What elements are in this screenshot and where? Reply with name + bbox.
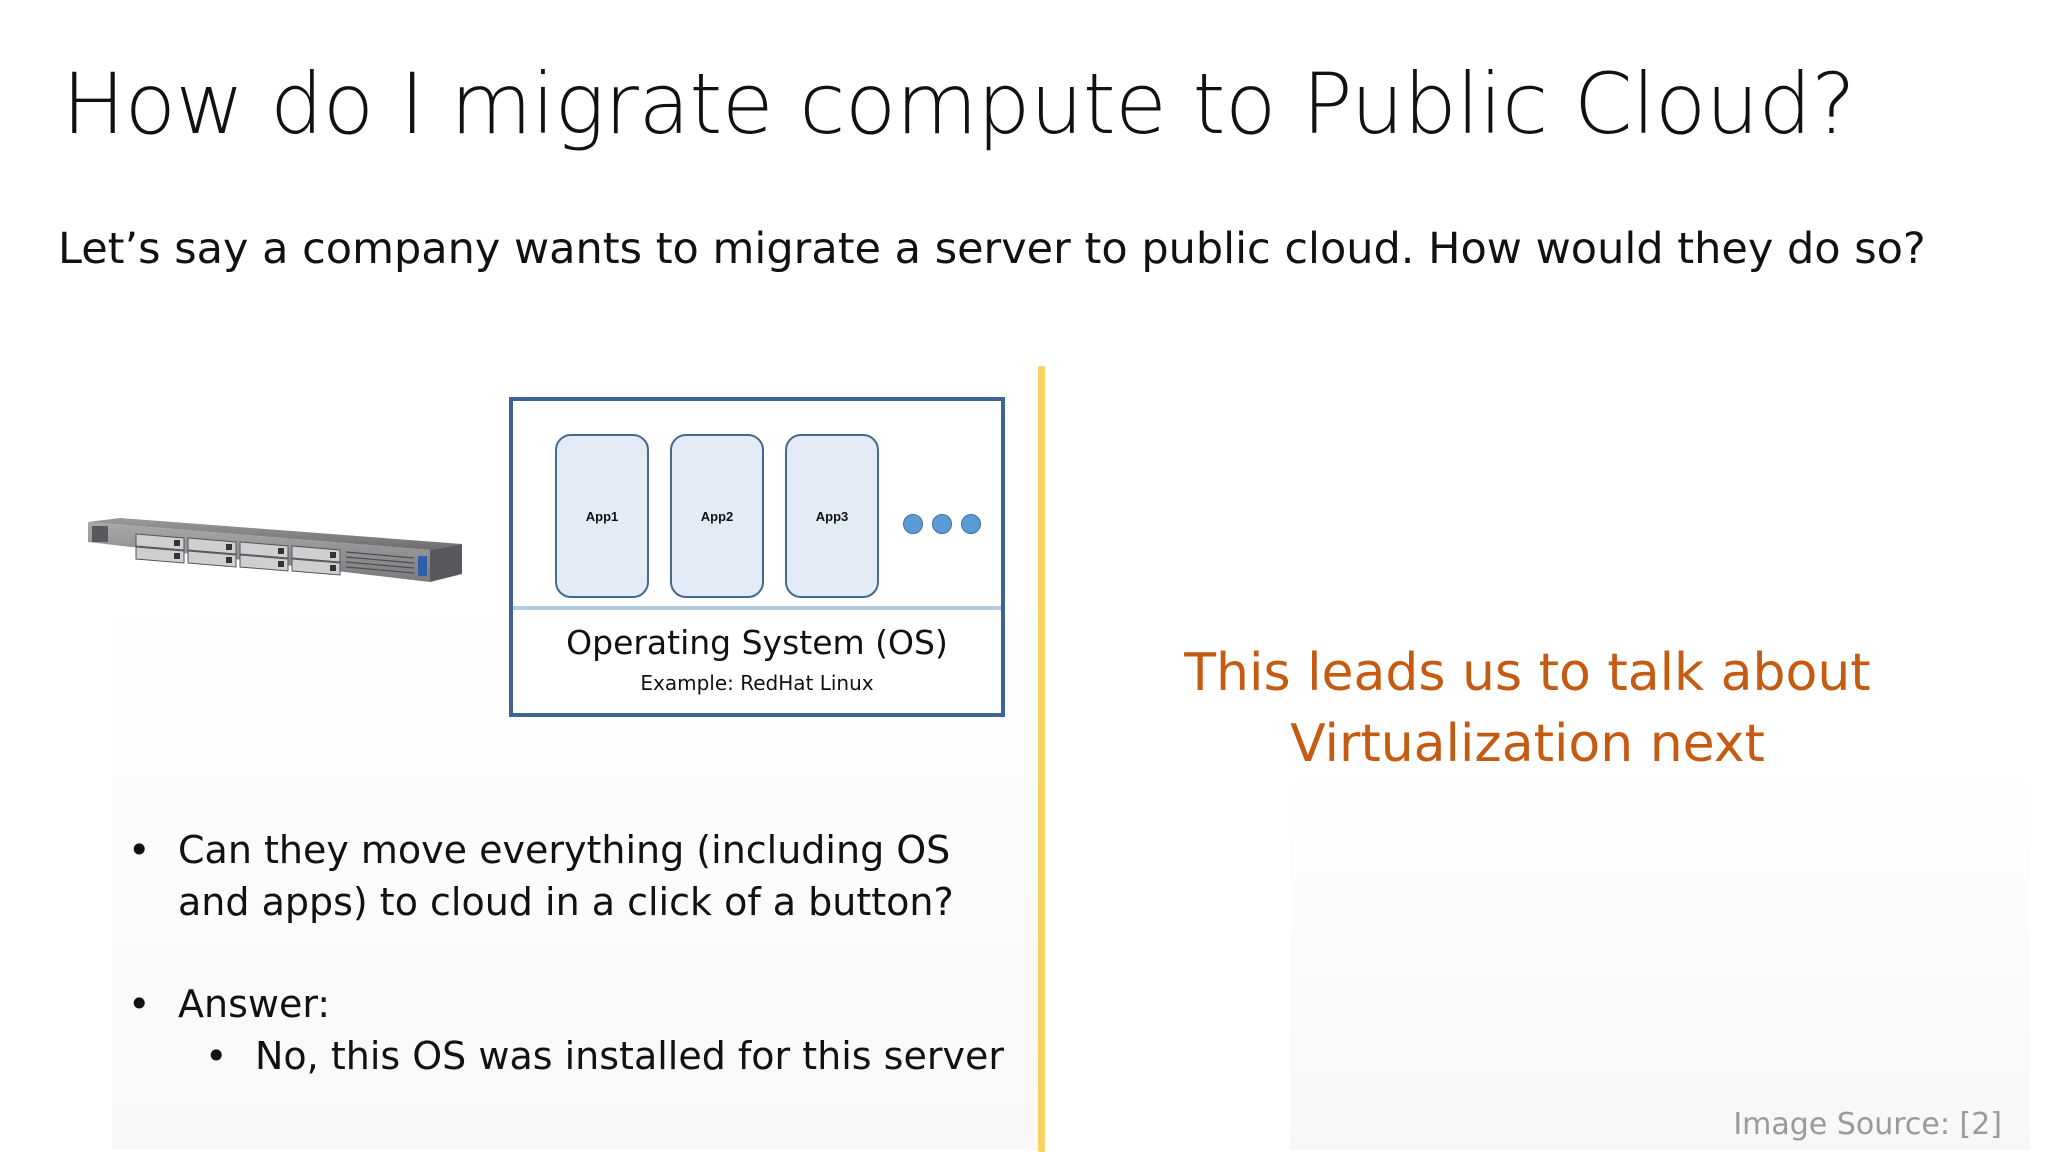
conclusion-text: This leads us to talk about Virtualizati… [1110,638,1945,780]
ellipsis-dot-3 [961,514,981,534]
slide-subtitle: Let’s say a company wants to migrate a s… [58,224,1926,274]
image-source-note: Image Source: [2] [1733,1107,2002,1142]
bullet-mark: • [128,982,151,1026]
bullet-answer: • No, this OS was installed for this ser… [205,1030,1035,1082]
ellipsis-dot-1 [903,514,923,534]
bullet-question: • Can they move everything (including OS… [128,824,998,928]
app-box-3: App3 [785,434,879,598]
right-panel-background [1290,760,2030,1150]
bullet-mark: • [205,1034,228,1078]
conclusion-line-2: Virtualization next [1290,714,1765,774]
rack-server-image [88,518,462,582]
bullet-answer-text: No, this OS was installed for this serve… [255,1034,1004,1078]
bullet-answer-label-text: Answer: [178,982,331,1026]
bullet-answer-label: • Answer: [128,978,998,1030]
slide-title: How do I migrate compute to Public Cloud… [62,55,1856,153]
app-box-2: App2 [670,434,764,598]
os-layer-example: Example: RedHat Linux [640,671,874,695]
app-box-1: App1 [555,434,649,598]
os-diagram: App1 App2 App3 Operating System (OS) Exa… [509,397,1005,717]
os-layer-title: Operating System (OS) [566,623,948,662]
bullet-question-text: Can they move everything (including OS a… [178,828,954,924]
ellipsis-dot-2 [932,514,952,534]
vertical-divider [1038,366,1045,1152]
bullet-mark: • [128,828,151,872]
os-layer-separator [513,606,1001,610]
conclusion-line-1: This leads us to talk about [1184,643,1871,703]
